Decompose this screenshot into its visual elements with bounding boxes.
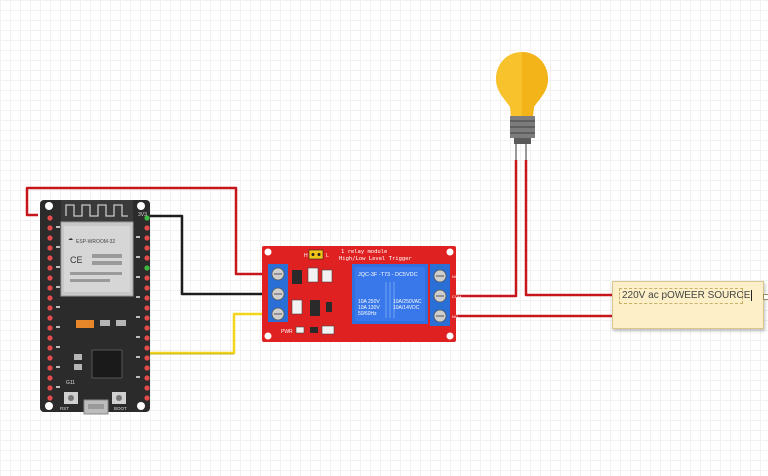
esp32-board[interactable]: ☁ ESP-WROOM-32 CE <box>40 200 150 415</box>
jumper-l-label: L <box>326 253 329 259</box>
relay-input-terminal[interactable] <box>268 264 288 322</box>
relay-transistor <box>292 270 302 284</box>
wire-vcc-red[interactable] <box>25 186 276 276</box>
esp32-rst-label: RST <box>60 406 69 411</box>
relay-output-terminal[interactable] <box>430 264 450 326</box>
svg-text:☁: ☁ <box>68 236 73 242</box>
wire-gnd-black[interactable] <box>147 214 276 296</box>
rating-right-2: 10A/14VDC <box>393 305 420 311</box>
wire-bulb-to-source[interactable] <box>524 160 612 297</box>
rating-right-1: 10A/250VAC <box>393 299 422 305</box>
note-resize-handle[interactable] <box>763 294 768 300</box>
relay-pwr-led <box>295 326 305 334</box>
relay-label-no: NO <box>452 314 458 319</box>
relay-title-line2: High/Low Level Trigger <box>339 256 413 262</box>
relay-model-label: JQC-3F -T73 - DC5VDC <box>358 272 418 278</box>
ce-mark: CE <box>70 255 83 265</box>
text-cursor <box>751 289 753 301</box>
relay-title-line1: 1 relay module <box>341 249 387 255</box>
relay-pwr-label: PWR <box>281 329 293 335</box>
light-bulb[interactable] <box>496 52 548 160</box>
trigger-jumper[interactable] <box>308 249 324 260</box>
esp32-led <box>76 320 94 328</box>
power-source-note[interactable]: 220V ac pOWEER SOURCE <box>612 281 768 329</box>
esp32-module-brand: ESP-WROOM-32 <box>76 239 115 245</box>
rating-left-1: 10A 250V <box>358 299 380 305</box>
relay-coil-block: JQC-3F -T73 - DC5VDC 10A 250V 10A 130V 5… <box>352 264 428 324</box>
note-text: 220V ac pOWEER SOURCE <box>622 290 751 301</box>
esp32-boot-label: BOOT <box>114 406 127 411</box>
esp32-label-g11: G11 <box>66 380 75 386</box>
esp32-rst-button[interactable] <box>64 392 78 404</box>
note-text-field[interactable]: 220V ac pOWEER SOURCE <box>619 288 753 304</box>
esp32-left-pins <box>47 215 53 401</box>
wire-com-to-bulb[interactable] <box>440 160 518 298</box>
jumper-h-label: H <box>304 253 308 259</box>
esp32-usb-port[interactable] <box>83 399 109 415</box>
wire-signal-yellow[interactable] <box>147 312 276 355</box>
relay-module[interactable]: 1 relay module High/Low Level Trigger H … <box>262 246 461 342</box>
esp32-right-pins <box>144 215 150 401</box>
esp32-pin-3v3: 3V3 <box>138 212 147 218</box>
esp32-boot-button[interactable] <box>112 392 126 404</box>
rating-left-2: 10A 130V <box>358 305 380 311</box>
relay-label-nc: NC <box>452 274 458 279</box>
relay-label-com: COM <box>452 294 461 299</box>
rating-left-3: 50/60Hz <box>358 311 377 317</box>
esp32-usb-chip <box>91 349 123 379</box>
